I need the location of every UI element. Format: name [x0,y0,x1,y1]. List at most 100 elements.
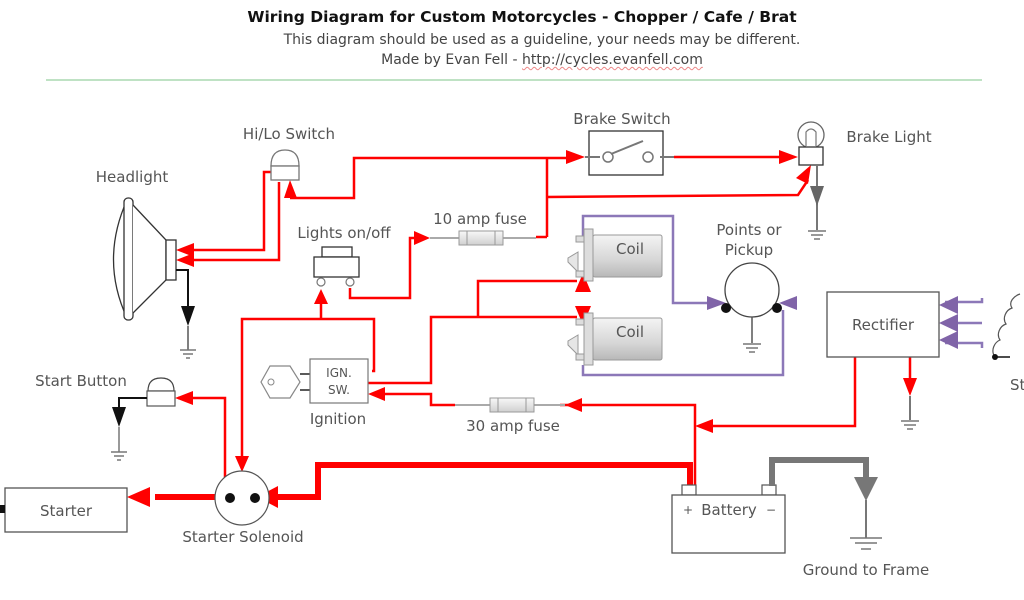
arrow-stator-3 [939,331,958,349]
arrow-to-brakelight-switched [779,150,798,164]
arrow-to-lights-switch [314,289,328,304]
power-arrows [127,150,917,508]
arrow-points-right [779,296,797,310]
wire-ignition-to-lights [240,317,376,465]
stator-label: St [1010,376,1024,394]
ignition-label: Ignition [310,410,366,428]
wire-solenoid-to-startbutton [178,396,227,478]
wire-coil-top-feed [476,279,577,317]
arrow-rectifier-to-battery [695,419,713,433]
brake-switch: Brake Switch [573,110,674,176]
wire-lights-to-fuse10 [348,236,418,300]
ground-to-frame-label: Ground to Frame [803,561,930,579]
points-label-line2: Pickup [725,241,773,259]
start-button-label: Start Button [35,372,127,390]
signal-wires [581,214,984,377]
arrow-to-starter [127,487,150,507]
credit-url: http://cycles.evanfell.com [522,52,703,68]
credit-prefix: Made by Evan Fell - [381,52,523,68]
ignition-label-line1: IGN. [326,366,352,380]
wire-fuse30-to-ignition [380,392,455,407]
wire-battery-to-solenoid [275,462,693,500]
wire-hilo-to-headlight-low [185,182,281,262]
coil-bottom-label: Coil [616,323,644,341]
rectifier: Rectifier [826,291,940,430]
battery-minus-label: − [766,503,776,517]
arrow-rectifier-ground [903,378,917,396]
rectifier-label: Rectifier [852,316,915,334]
brakelight-ground-arrow [810,186,824,206]
headlight: Headlight [96,168,196,359]
wire-ignition-to-coils [368,315,577,385]
starter: Starter [0,487,128,533]
arrow-to-coil-top [575,273,591,292]
power-wires [155,155,912,500]
ground-icon [743,343,761,353]
headlight-label: Headlight [96,168,169,186]
header-divider [46,79,982,81]
points-label-line1: Points or [716,221,782,239]
ground-icon [111,451,127,461]
starter-solenoid-label: Starter Solenoid [182,528,303,546]
fuse-10-label: 10 amp fuse [433,210,527,228]
arrow-to-ignition [368,387,385,401]
frame-ground: Ground to Frame [769,457,930,579]
wire-coil-top-to-points [581,214,710,305]
diagram-title: Wiring Diagram for Custom Motorcycles - … [247,8,797,26]
ground-icon [850,537,882,550]
arrow-stator-2 [939,314,958,332]
coil-top: Coil [567,228,663,282]
arrow-stator-1 [939,296,958,314]
headlight-ground-arrow [181,306,195,326]
ignition-switch: IGN. SW. Ignition [260,358,369,428]
headlight-ground-wire [176,269,189,312]
coil-top-label: Coil [616,240,644,258]
ground-icon [808,230,826,240]
arrow-to-fuse30 [565,398,582,412]
hilo-switch: Hi/Lo Switch [243,125,335,181]
key-icon [260,365,301,399]
start-button: Start Button [35,372,176,461]
diagram-subtitle: This diagram should be used as a guideli… [283,32,801,48]
fuse-30-label: 30 amp fuse [466,417,560,435]
battery-label: Battery [701,501,757,519]
hilo-switch-label: Hi/Lo Switch [243,125,335,143]
arrow-to-solenoid [235,456,249,472]
arrow-points-left [707,296,726,310]
points-pickup: Points or Pickup [716,221,782,353]
starter-label: Starter [40,502,93,520]
battery-plus-label: + [683,503,693,517]
brake-switch-label: Brake Switch [573,110,670,128]
ground-icon [901,420,919,430]
lights-switch-label: Lights on/off [297,224,391,242]
wire-feed-to-hilo [290,156,568,200]
arrow-to-brakeswitch [566,150,585,164]
arrow-to-headlight-low [176,253,194,267]
brake-light: Brake Light [797,121,932,240]
coil-bottom: Coil [567,312,663,366]
ground-icon [180,349,196,359]
fuse-30-amp: 30 amp fuse [455,397,565,435]
arrow-to-fuse10 [414,231,430,245]
arrow-to-coil-bottom [575,306,591,325]
arrow-to-brakelight-direct [796,165,811,184]
arrow-to-startbutton [175,391,193,405]
lights-switch: Lights on/off [297,224,391,287]
starter-solenoid: Starter Solenoid [182,470,304,546]
diagram-credit: Made by Evan Fell - http://cycles.evanfe… [0,52,1024,68]
fuse-10-amp: 10 amp fuse [430,210,536,246]
wire-rectifier-to-battery [700,357,857,428]
ignition-label-line2: SW. [328,383,350,397]
wire-feed-to-brakelight [545,158,810,237]
battery: + Battery − [671,484,786,554]
wire-hilo-to-headlight-high [185,170,273,252]
wire-battery-to-frame [769,457,869,486]
arrow-to-hilo [284,180,297,198]
stator: St [992,293,1024,394]
arrow-to-headlight-high [176,243,194,257]
wire-battery-to-fuse30 [560,403,697,488]
frame-ground-arrow [854,477,878,501]
wire-coil-bottom-to-points [581,310,785,377]
brake-light-label: Brake Light [846,128,931,146]
